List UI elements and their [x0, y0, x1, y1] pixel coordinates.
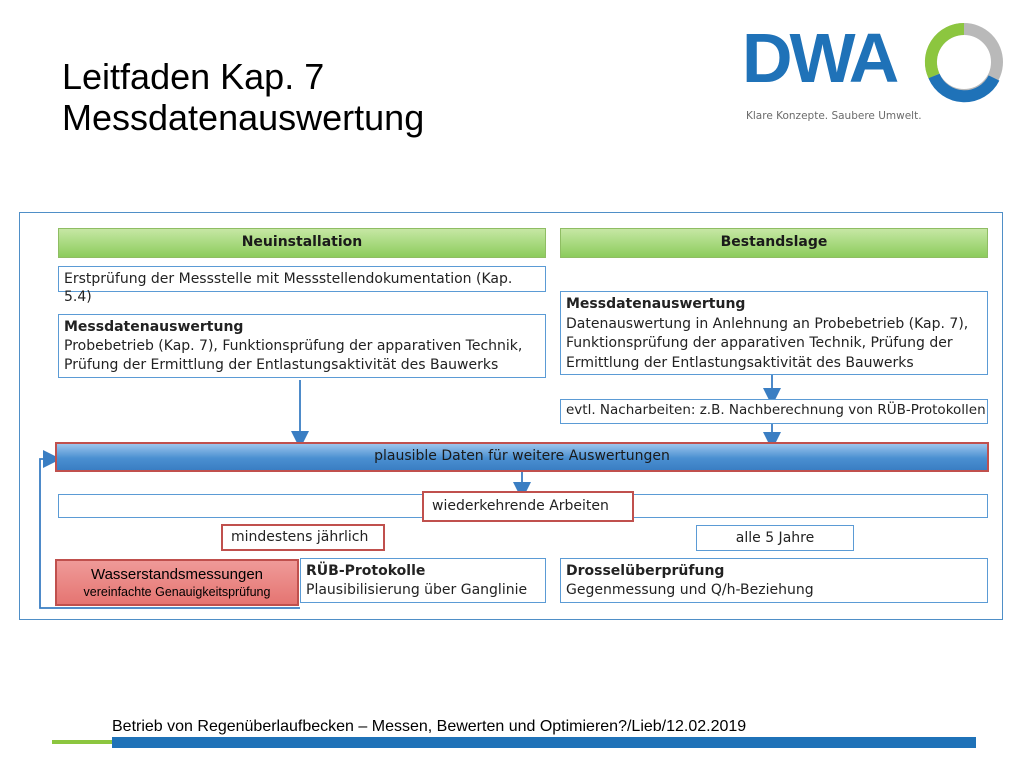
yearly-label: mindestens jährlich [221, 524, 385, 551]
left-evaluation-line-1: Probebetrieb (Kap. 7), Funktionsprüfung … [64, 338, 523, 354]
rueb-protocols-subtitle: Plausibilisierung über Ganglinie [306, 582, 528, 598]
dwa-logo: DWA Klare Konzepte. Saubere Umwelt. [742, 18, 1008, 126]
rework-box: evtl. Nacharbeiten: z.B. Nachberechnung … [560, 399, 988, 424]
throttle-check-title: Drosselüberprüfung [566, 563, 725, 579]
throttle-check-subtitle: Gegenmessung und Q/h-Beziehung [566, 582, 814, 598]
footer-text: Betrieb von Regenüberlaufbecken – Messen… [112, 718, 747, 735]
initial-check-box: Erstprüfung der Messstelle mit Messstell… [58, 266, 546, 305]
water-level-subtitle: vereinfachte Genauigkeitsprüfung [83, 585, 271, 599]
right-evaluation-line-3: Ermittlung der Entlastungsaktivität des … [566, 354, 914, 371]
diagram-frame [19, 212, 1003, 620]
right-evaluation-title: Messdatenauswertung [566, 296, 746, 312]
right-evaluation-box: Messdatenauswertung Datenauswertung in A… [560, 291, 988, 375]
logo-tagline: Klare Konzepte. Saubere Umwelt. [746, 110, 922, 122]
footer-accent-blue [112, 737, 976, 748]
water-level-box: Wasserstandsmessungen vereinfachte Genau… [55, 559, 299, 606]
throttle-check-box: Drosselüberprüfung Gegenmessung und Q/h-… [560, 558, 988, 603]
left-evaluation-line-2: Prüfung der Ermittlung der Entlastungsak… [64, 357, 499, 373]
logo-ring-icon [924, 22, 1003, 103]
plausible-data-bar: plausible Daten für weitere Auswertungen [55, 442, 989, 472]
left-evaluation-title: Messdatenauswertung [64, 319, 244, 335]
arrow-feedback-loop [39, 450, 300, 609]
right-evaluation-line-1: Datenauswertung in Anlehnung an Probebet… [566, 315, 969, 332]
footer-accent-green [52, 740, 112, 744]
water-level-title: Wasserstandsmessungen [90, 566, 264, 583]
header-bestandslage: Bestandslage [560, 228, 988, 258]
logo-wordmark: DWA [742, 19, 899, 97]
slide-title: Leitfaden Kap. 7 Messdatenauswertung [62, 56, 662, 138]
right-evaluation-line-2: Funktionsprüfung der apparativen Technik… [566, 335, 953, 351]
header-neuinstallation: Neuinstallation [58, 228, 546, 258]
recurring-work-label: wiederkehrende Arbeiten [422, 491, 634, 522]
slide-title-line-1: Leitfaden Kap. 7 [62, 56, 325, 97]
left-evaluation-box: Messdatenauswertung Probebetrieb (Kap. 7… [58, 314, 546, 378]
rueb-protocols-box: RÜB-Protokolle Plausibilisierung über Ga… [300, 558, 546, 603]
slide-title-line-2: Messdatenauswertung [62, 97, 425, 138]
five-years-label: alle 5 Jahre [696, 525, 854, 551]
rueb-protocols-title: RÜB-Protokolle [306, 563, 426, 579]
